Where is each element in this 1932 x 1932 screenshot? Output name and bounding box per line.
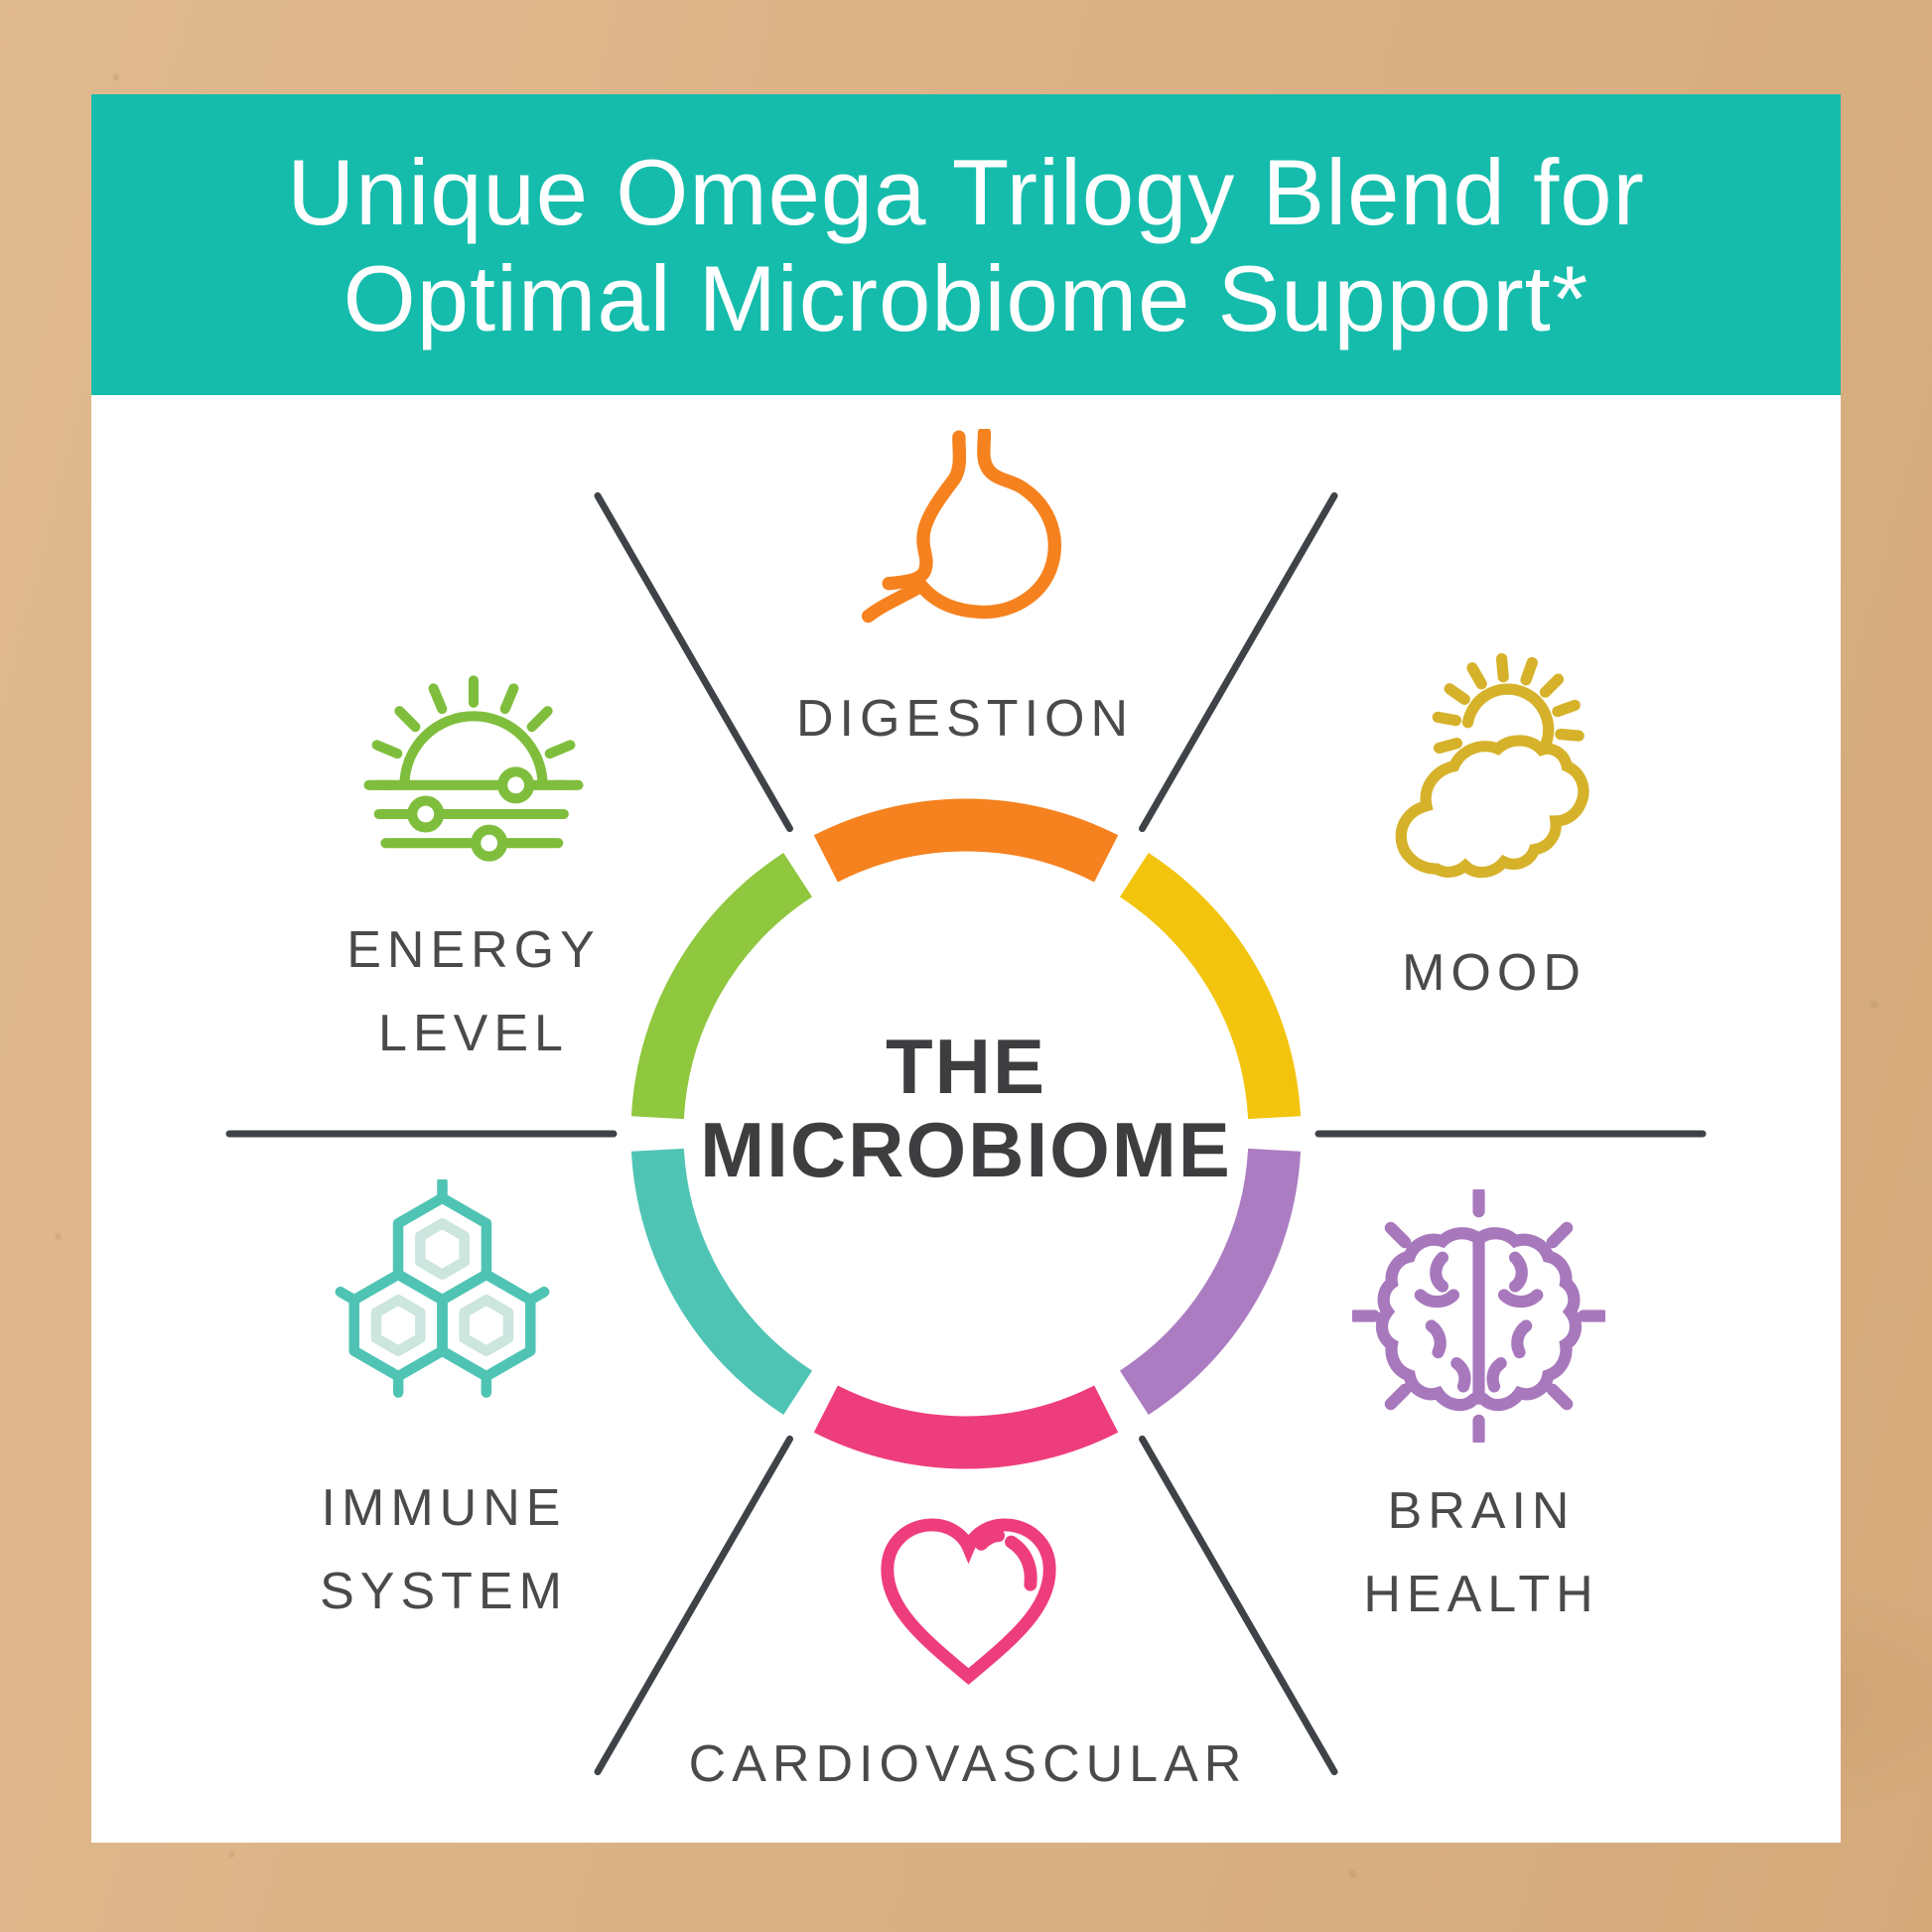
ring-segment-immune-system <box>630 1148 813 1416</box>
hexagon-right <box>437 1269 536 1382</box>
ring-segments <box>630 798 1302 1469</box>
sun-arc <box>1461 683 1555 750</box>
slider-knob-2 <box>407 795 445 833</box>
sunrise-rays <box>363 675 584 790</box>
label-brain-health: BRAIN HEALTH <box>1363 1469 1598 1636</box>
divider-line-bottom-left <box>594 1435 793 1776</box>
cloud-outline <box>1395 735 1589 879</box>
stomach-icon <box>862 429 1061 623</box>
brain-folds-right <box>1486 1251 1544 1393</box>
slider-knob-3 <box>471 824 508 862</box>
divider-line-bottom-right <box>1139 1435 1338 1776</box>
brain-folds-left <box>1414 1251 1471 1393</box>
title-banner: Unique Omega Trilogy Blend for Optimal M… <box>91 94 1841 395</box>
sunrise-sliders-icon <box>363 675 584 862</box>
center-label: THE MICROBIOME <box>700 1025 1232 1191</box>
ring-segment-digestion <box>813 798 1119 883</box>
label-brain-health-line-1: BRAIN <box>1387 1482 1576 1540</box>
brain-glow-dashes <box>1352 1189 1605 1443</box>
title-line-2: Optimal Microbiome Support* <box>343 245 1589 350</box>
sun-rays <box>1432 652 1585 755</box>
center-label-line-1: THE <box>886 1023 1046 1110</box>
title-line-1: Unique Omega Trilogy Blend for <box>287 139 1645 244</box>
hexagon-bond-stubs <box>335 1179 550 1398</box>
divider-line-top-right <box>1139 491 1338 833</box>
label-digestion: DIGESTION <box>795 690 1135 748</box>
ring-segment-mood <box>1119 852 1302 1120</box>
brain-icon <box>1352 1189 1605 1443</box>
label-immune-system: IMMUNE SYSTEM <box>320 1466 568 1633</box>
heart-outline <box>881 1518 1056 1686</box>
ring-segment-energy-level <box>630 852 813 1120</box>
divider-lines <box>225 491 1707 1776</box>
label-brain-health-line-2: HEALTH <box>1363 1566 1599 1623</box>
slider-knob-1 <box>497 766 535 804</box>
label-energy-level-line-2: LEVEL <box>378 1005 569 1062</box>
inner-hexagon-top <box>415 1218 470 1280</box>
divider-line-top-left <box>594 491 793 833</box>
label-mood: MOOD <box>1402 944 1587 1002</box>
inner-hexagon-right <box>459 1295 514 1356</box>
center-label-line-2: MICROBIOME <box>700 1106 1232 1193</box>
label-immune-system-line-1: IMMUNE <box>321 1479 567 1537</box>
ring-segment-brain-health <box>1119 1148 1302 1416</box>
label-energy-level-line-1: ENERGY <box>346 921 601 979</box>
heart-icon <box>881 1518 1056 1686</box>
heart-shine <box>974 1529 1037 1591</box>
sun-cloud-icon <box>1395 652 1589 879</box>
inner-hexagon-left <box>370 1295 426 1356</box>
label-cardiovascular: CARDIOVASCULAR <box>688 1735 1248 1793</box>
sunrise-arc <box>399 711 548 790</box>
hexagon-molecules-icon <box>335 1179 550 1398</box>
label-immune-system-line-2: SYSTEM <box>320 1563 568 1620</box>
hexagon-left <box>348 1269 448 1382</box>
label-energy-level: ENERGY LEVEL <box>346 908 601 1075</box>
ring-segment-cardiovascular <box>813 1385 1119 1469</box>
